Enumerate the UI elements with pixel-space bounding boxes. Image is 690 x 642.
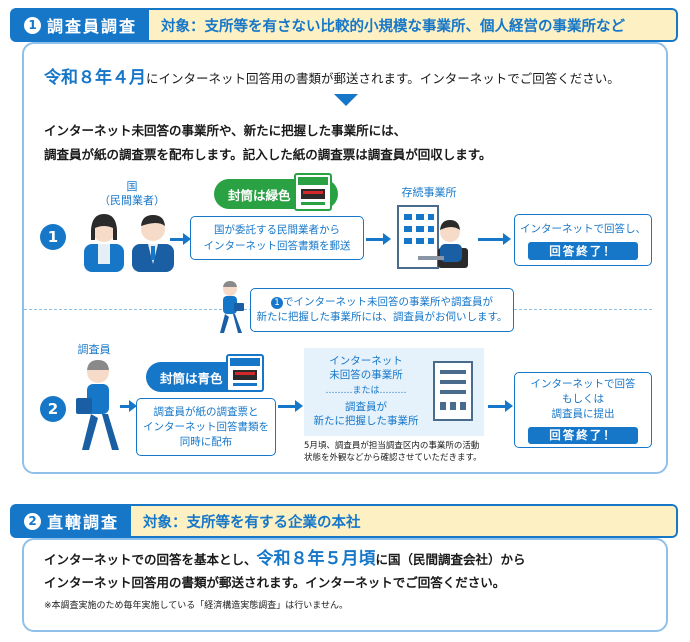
- row1-arrow-to-mail: [170, 233, 191, 244]
- intro-text: にインターネット回答用の書類が郵送されます。インターネットでご回答ください。: [146, 71, 620, 86]
- section2-line2: インターネット回答用の書類が郵送されます。インターネットでご回答ください。: [44, 575, 506, 590]
- section2-line1: インターネットでの回答を基本とし、令和８年５月頃に国（民間調査会社）から: [44, 548, 526, 571]
- section1-paragraph-line1: インターネット未回答の事業所や、新たに把握した事業所には、: [44, 123, 407, 138]
- row2-answer-box: インターネットで回答 もしくは 調査員に提出 回答終了！: [514, 372, 652, 448]
- enumerator-walking-icon: [76, 360, 119, 450]
- section2-number: 2: [24, 512, 41, 530]
- envelope-blue-icon: [226, 354, 264, 392]
- section1-title-block: 1 調査員調査: [10, 8, 150, 42]
- section1-header: 1 調査員調査 対象：支所等を有さない比較的小規模な事業所、個人経営の事業所など: [10, 8, 678, 42]
- or-separator: ………または………: [325, 386, 407, 396]
- envelope-green-text: 封筒は緑色: [228, 187, 291, 203]
- section1-paragraph-line2: 調査員が紙の調査票を配布します。記入した紙の調査票は調査員が回収します。: [44, 147, 492, 162]
- activity-note-line2: 状態を外観などから確認させていただきます。: [304, 453, 482, 463]
- section2-target: 対象：支所等を有する企業の本社: [131, 504, 678, 538]
- row2-answer-line3: 調査員に提出: [551, 407, 615, 420]
- row1-answer-text: インターネットで回答し、: [520, 222, 646, 235]
- distribution-line1: 調査員が紙の調査票と: [153, 405, 259, 418]
- section1-title: 調査員調査: [47, 17, 138, 36]
- visit-notice-line2: 新たに把握した事業所には、調査員がお伺いします。: [256, 311, 508, 323]
- distribution-box: 調査員が紙の調査票と インターネット回答書類を 同時に配布: [136, 398, 276, 456]
- small-office-icon: [433, 361, 473, 421]
- row1-done-badge: 回答終了！: [528, 241, 638, 260]
- new-business-line2: 新たに把握した事業所: [313, 415, 419, 427]
- visit-notice-number: 1: [271, 297, 283, 309]
- row2-answer-line1: インターネットで回答: [530, 377, 636, 390]
- envelope-green-icon: [294, 173, 332, 211]
- row2-answer-line2: もしくは: [562, 392, 604, 405]
- row1-number: 1: [40, 224, 66, 250]
- enumerator-label: 調査員: [77, 343, 111, 356]
- section1-intro: 令和８年４月にインターネット回答用の書類が郵送されます。インターネットでご回答く…: [44, 63, 620, 90]
- section2-title: 直轄調査: [47, 513, 120, 532]
- distribution-line3: 同時に配布: [179, 435, 233, 448]
- row1-arrow-to-answer: [478, 233, 511, 244]
- mail-delivery-box: 国が委託する民間業者から インターネット回答書類を郵送: [190, 216, 364, 260]
- country-name: 国: [126, 180, 138, 193]
- section1-number: 1: [24, 16, 41, 34]
- section1-target: 対象：支所等を有さない比較的小規模な事業所、個人経営の事業所など: [149, 8, 678, 42]
- section2-line1-post: に国（民間調査会社）から: [375, 552, 526, 567]
- target-businesses-text: インターネット 未回答の事業所 ………または……… 調査員が 新たに把握した事業…: [308, 354, 424, 428]
- or-text: または: [352, 386, 380, 396]
- down-arrow-icon: [334, 94, 358, 106]
- section2-line1-pre: インターネットでの回答を基本とし、: [44, 552, 257, 567]
- existing-business-label: 存続事業所: [401, 186, 457, 199]
- row2-done-badge: 回答終了！: [528, 426, 638, 444]
- row2-arrow-to-answer: [488, 400, 513, 411]
- intro-date: 令和８年４月: [44, 68, 146, 88]
- government-staff-icon: [84, 214, 174, 272]
- row1-arrow-to-business: [366, 233, 391, 244]
- visit-notice-line1: でインターネット未回答の事業所や調査員が: [283, 296, 493, 308]
- row2-number: 2: [40, 396, 66, 422]
- unanswered-line1: インターネット: [329, 355, 403, 367]
- enumerator-walking-small-icon: [220, 281, 244, 333]
- section2-title-block: 2 直轄調査: [10, 504, 132, 538]
- section2-panel: [22, 538, 668, 632]
- row2-arrow-to-target: [278, 400, 303, 411]
- mail-delivery-line2: インターネット回答書類を郵送: [203, 240, 351, 252]
- unanswered-line2: 未回答の事業所: [329, 369, 403, 381]
- activity-note: 5月頃、調査員が担当調査区内の事業所の活動 状態を外観などから確認させていただき…: [304, 440, 504, 464]
- office-building-icon: [397, 205, 468, 269]
- distribution-line2: インターネット回答書類を: [143, 420, 269, 433]
- country-sub: （民間業者）: [99, 194, 165, 207]
- row2-arrow-to-distribution: [120, 400, 137, 411]
- mail-delivery-line1: 国が委託する民間業者から: [214, 224, 340, 236]
- new-business-line1: 調査員が: [345, 401, 387, 413]
- section2-footnote: ※本調査実施のため毎年実施している「経済構造実態調査」は行いません。: [44, 601, 349, 611]
- row1-answer-box: インターネットで回答し、 回答終了！: [514, 214, 652, 266]
- section2-header: 2 直轄調査 対象：支所等を有する企業の本社: [10, 504, 678, 538]
- activity-note-line1: 5月頃、調査員が担当調査区内の事業所の活動: [304, 441, 480, 451]
- country-label: 国 （民間業者）: [86, 180, 178, 208]
- envelope-blue-text: 封筒は青色: [160, 370, 223, 386]
- section2-date: 令和８年５月頃: [256, 549, 376, 569]
